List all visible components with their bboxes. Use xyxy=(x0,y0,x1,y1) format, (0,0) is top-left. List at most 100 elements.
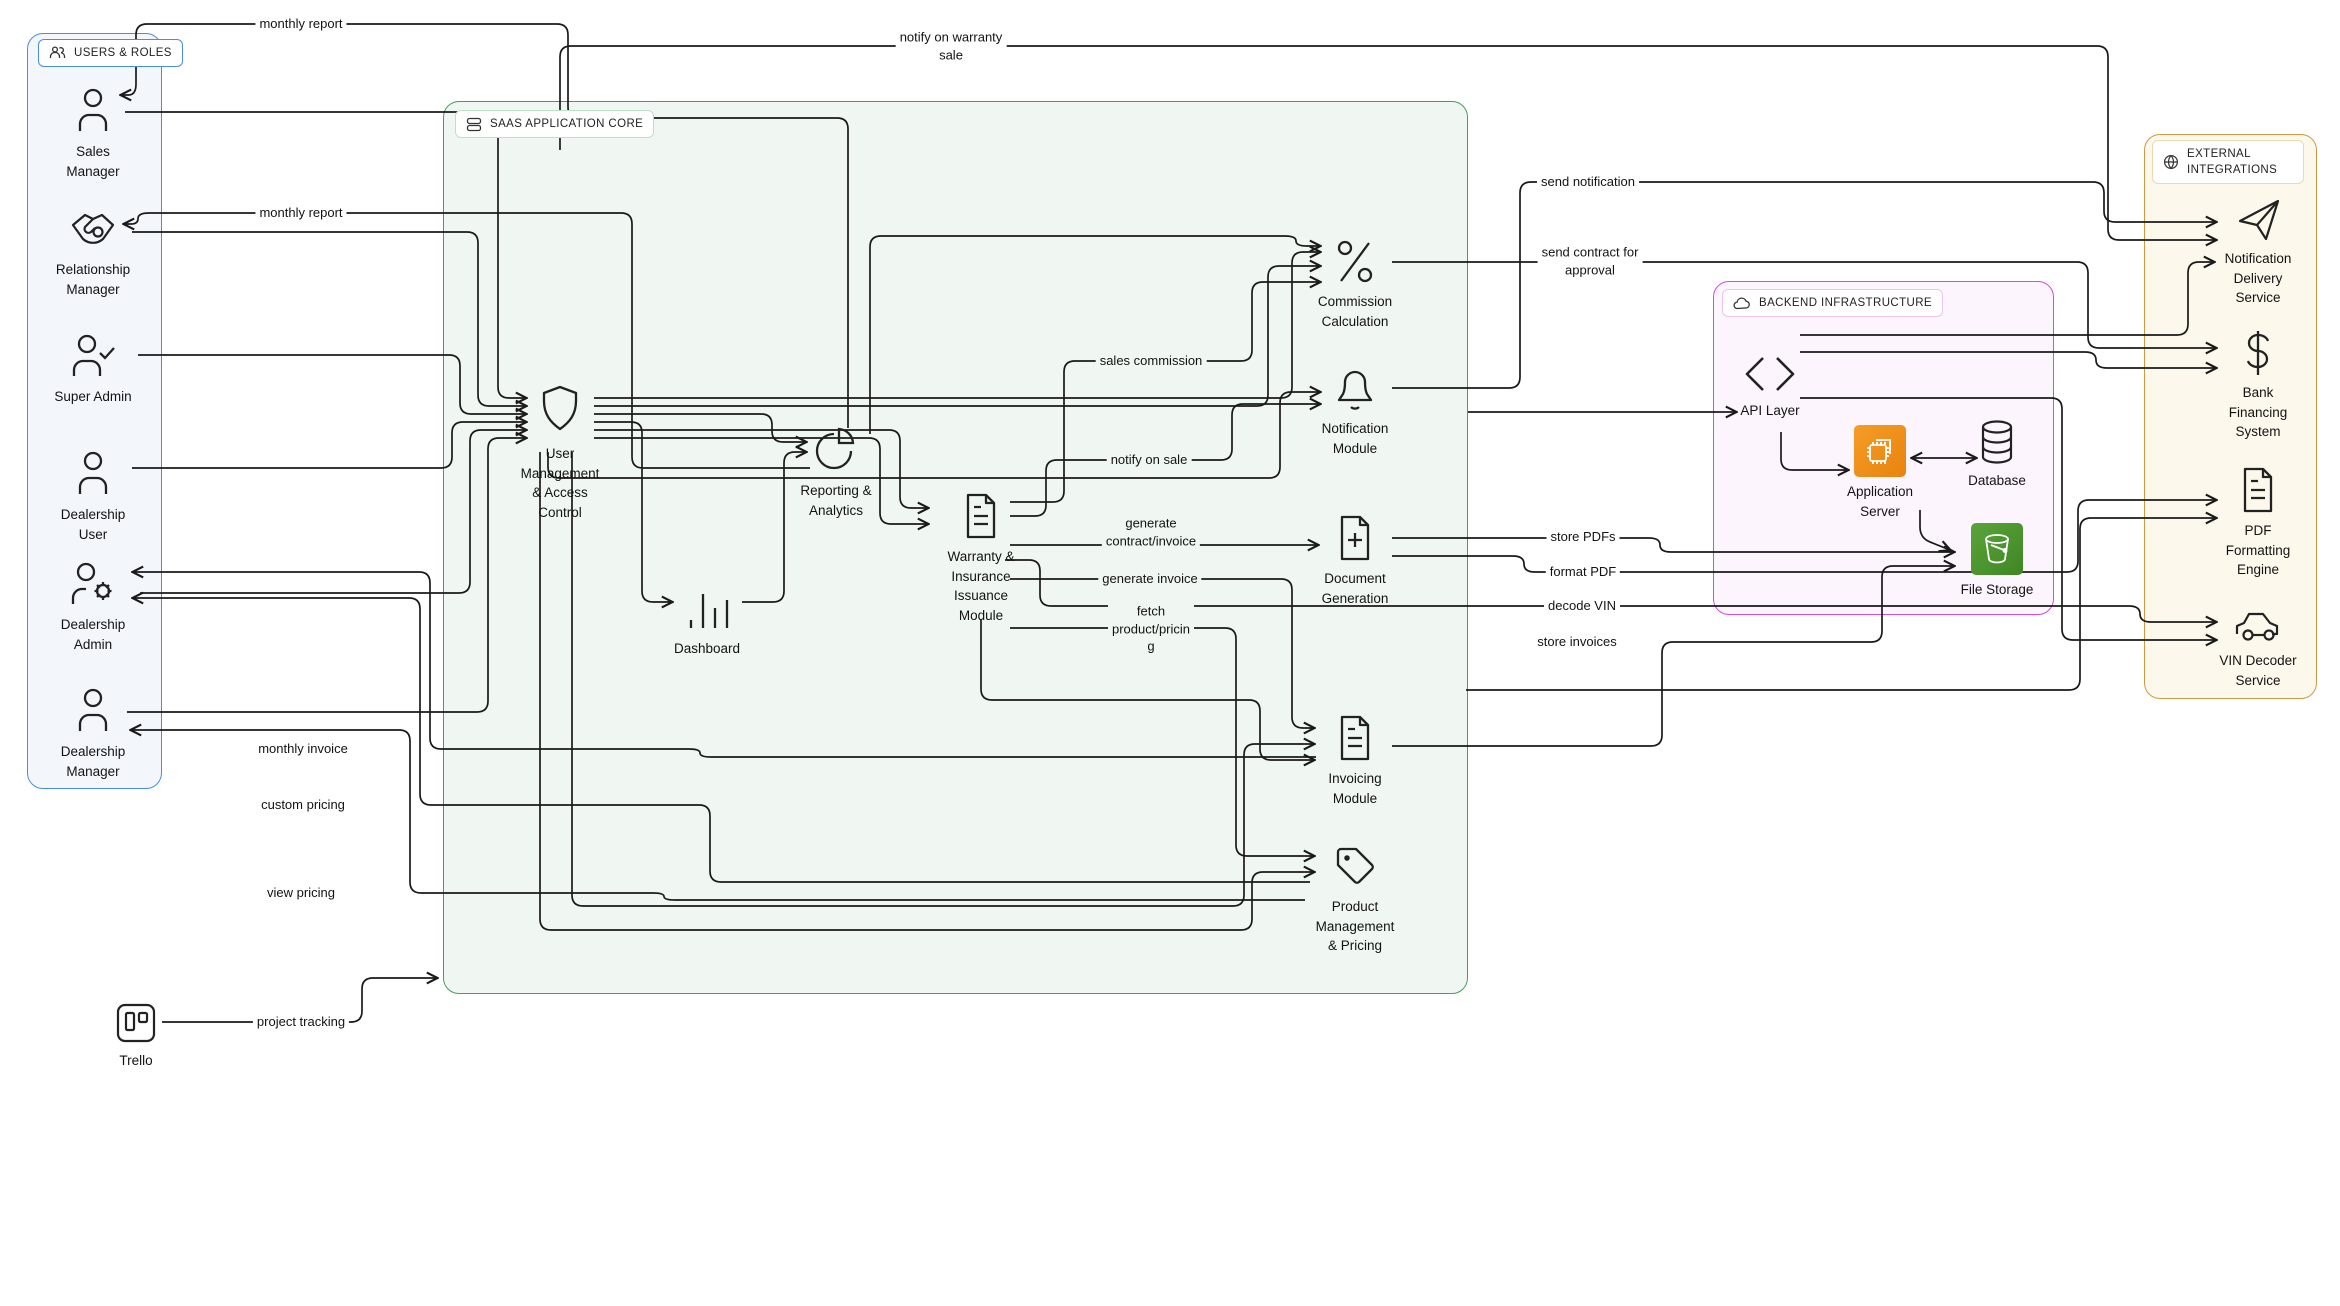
group-header-users-roles: USERS & ROLES xyxy=(38,39,183,68)
edge-connector xyxy=(132,231,526,406)
edge-label-store-pdfs: store PDFs xyxy=(1546,527,1620,547)
globe-icon xyxy=(2163,154,2179,170)
edge-label-sales-commission: sales commission xyxy=(1095,351,1207,371)
edge-connector xyxy=(594,429,928,508)
node-label: Product Management & Pricing xyxy=(1315,899,1395,954)
price-tag-icon xyxy=(1329,840,1381,892)
edge-connector xyxy=(127,438,526,713)
bell-icon xyxy=(1331,362,1379,414)
node-super-admin: Super Admin xyxy=(8,332,178,407)
edge-label-notify-on-sale: notify on sale xyxy=(1106,450,1192,470)
node-product-management: Product Management & Pricing xyxy=(1270,840,1440,956)
edge-connector xyxy=(124,212,810,469)
edge-connector xyxy=(594,421,672,602)
node-document-generation: Document Generation xyxy=(1270,512,1440,608)
edge-label-fetch-product-pricing: fetch product/pricin g xyxy=(1107,601,1195,657)
group-label: BACKEND INFRASTRUCTURE xyxy=(1759,297,1933,309)
handshake-icon xyxy=(65,205,121,255)
node-label: Sales Manager xyxy=(66,144,120,179)
document-plus-icon xyxy=(1331,512,1379,564)
node-label: File Storage xyxy=(1960,582,2034,597)
node-label: Relationship Manager xyxy=(55,262,131,297)
node-label: Dealership Admin xyxy=(60,617,126,652)
edge-connector xyxy=(594,266,1320,407)
paper-plane-icon xyxy=(2232,196,2284,244)
edge-connector xyxy=(1392,537,1954,552)
edge-connector xyxy=(1466,518,2216,691)
node-notification-delivery: Notification Delivery Service xyxy=(2173,196,2340,308)
node-label: Super Admin xyxy=(54,389,132,404)
edge-connector xyxy=(1392,566,1954,747)
pie-chart-icon xyxy=(810,424,862,476)
edge-connector xyxy=(1392,181,2216,389)
edge-label-send-notification: send notification xyxy=(1537,172,1639,192)
person-icon xyxy=(69,85,117,137)
edge-connector xyxy=(121,23,849,428)
node-label: Trello xyxy=(119,1053,153,1068)
person-icon xyxy=(69,448,117,500)
edge-connector xyxy=(594,437,928,524)
trello-icon xyxy=(113,1000,159,1046)
edge-connector xyxy=(1919,510,1950,550)
edge-connector xyxy=(1010,578,1314,728)
edge-connector xyxy=(547,392,1320,479)
group-saas-application-core xyxy=(443,101,1468,994)
code-brackets-icon xyxy=(1739,352,1801,396)
edge-connector xyxy=(132,422,526,469)
edge-connector xyxy=(980,620,1314,760)
database-icon xyxy=(1974,418,2020,466)
bucket-icon xyxy=(1971,523,2023,575)
edge-connector xyxy=(742,452,806,603)
cloud-icon xyxy=(1733,297,1751,310)
edge-connector xyxy=(138,354,526,414)
edge-label-decode-vin: decode VIN xyxy=(1544,596,1620,616)
node-label: Dealership User xyxy=(60,507,126,542)
edge-connector xyxy=(594,252,1320,399)
node-label: Document Generation xyxy=(1321,571,1389,606)
node-invoicing-module: Invoicing Module xyxy=(1270,712,1440,808)
server-stack-icon xyxy=(466,117,482,132)
edge-connector xyxy=(1800,351,2216,368)
percent-icon xyxy=(1331,237,1379,287)
node-application-server: Application Server xyxy=(1795,425,1965,521)
edge-label-monthly-report-1: monthly report xyxy=(255,14,347,34)
edge-connector xyxy=(1780,432,1848,470)
edge-label-monthly-report-2: monthly report xyxy=(255,203,347,223)
group-label: USERS & ROLES xyxy=(74,47,172,59)
group-external-integrations xyxy=(2144,134,2317,699)
node-api-layer: API Layer xyxy=(1685,352,1855,421)
edge-label-project-tracking: project tracking xyxy=(252,1012,350,1032)
node-warranty-module: Warranty & Insurance Issuance Module xyxy=(896,490,1066,625)
node-database: Database xyxy=(1912,418,2082,491)
edge-label-generate-contract-invoice: generate contract/invoice xyxy=(1101,513,1201,551)
node-label: Dealership Manager xyxy=(60,744,126,779)
node-reporting-analytics: Reporting & Analytics xyxy=(751,424,921,520)
edge-connector xyxy=(1392,261,2216,348)
edge-connector xyxy=(133,598,1310,883)
node-label: Database xyxy=(1968,473,2026,488)
dollar-icon xyxy=(2236,328,2280,378)
users-icon xyxy=(49,46,66,60)
edge-label-notify-on-warranty-sale: notify on warranty sale xyxy=(895,27,1007,65)
edge-connector xyxy=(131,730,1305,901)
edge-connector xyxy=(869,235,1320,434)
group-users-roles xyxy=(27,33,162,789)
node-dealership-admin: Dealership Admin xyxy=(8,560,178,654)
document-icon xyxy=(957,490,1005,542)
edge-connector xyxy=(1005,559,2216,622)
group-header-external-integrations: EXTERNAL INTEGRATIONS xyxy=(2152,140,2304,185)
edge-connector xyxy=(1010,627,1314,856)
car-icon xyxy=(2231,604,2285,646)
node-label: Warranty & Insurance Issuance Module xyxy=(947,549,1015,623)
node-notification-module: Notification Module xyxy=(1270,362,1440,458)
edge-label-view-pricing: view pricing xyxy=(263,883,339,903)
edge-label-custom-pricing: custom pricing xyxy=(257,795,349,815)
node-label: Reporting & Analytics xyxy=(800,483,872,518)
node-dealership-manager: Dealership Manager xyxy=(8,685,178,781)
edge-connector xyxy=(539,452,1314,931)
group-header-saas-core: SAAS APPLICATION CORE xyxy=(455,110,655,139)
edge-connector xyxy=(1800,397,2216,640)
node-label: Dashboard xyxy=(673,641,741,656)
